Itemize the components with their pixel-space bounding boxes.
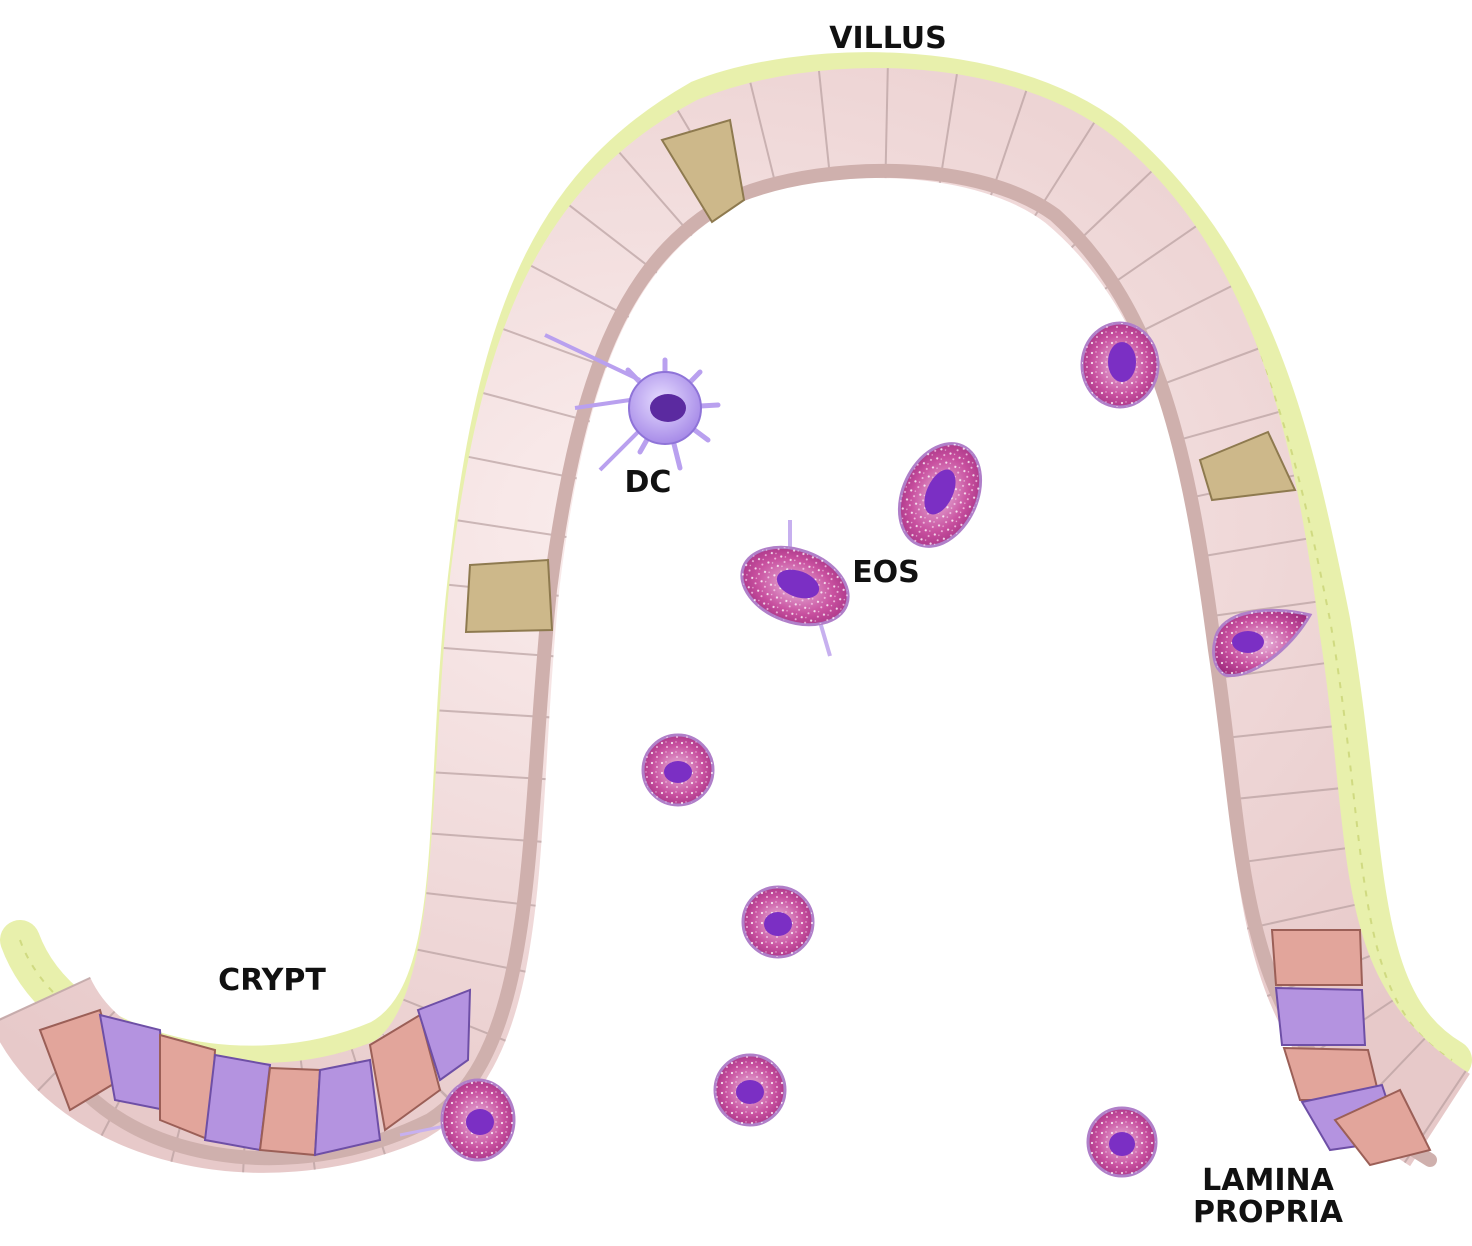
goblet-cell [464, 558, 554, 634]
eosinophil [897, 442, 983, 548]
label-eos: EOS [852, 555, 920, 590]
goblet-cell [1198, 430, 1297, 502]
label-crypt: CRYPT [218, 963, 326, 998]
eosinophil [1212, 608, 1313, 678]
eosinophil [399, 1078, 516, 1162]
eosinophil [1086, 1106, 1158, 1178]
dendritic-cell [544, 333, 721, 472]
cell-borders [0, 68, 1471, 1173]
eosinophil [1080, 321, 1160, 409]
label-dc: DC [625, 465, 672, 500]
crypt-cells-right [1270, 929, 1432, 1167]
eosinophil [713, 1053, 787, 1127]
label-lamina-propria-line2: PROPRIA [1193, 1195, 1344, 1230]
label-lamina-propria-line1: LAMINA [1202, 1163, 1334, 1198]
eosinophil [741, 885, 815, 959]
goblet-cell [660, 118, 746, 224]
label-villus: VILLUS [829, 21, 947, 56]
eosinophil [740, 520, 850, 657]
eosinophil [641, 733, 715, 807]
crypt-cells-left [38, 988, 472, 1157]
